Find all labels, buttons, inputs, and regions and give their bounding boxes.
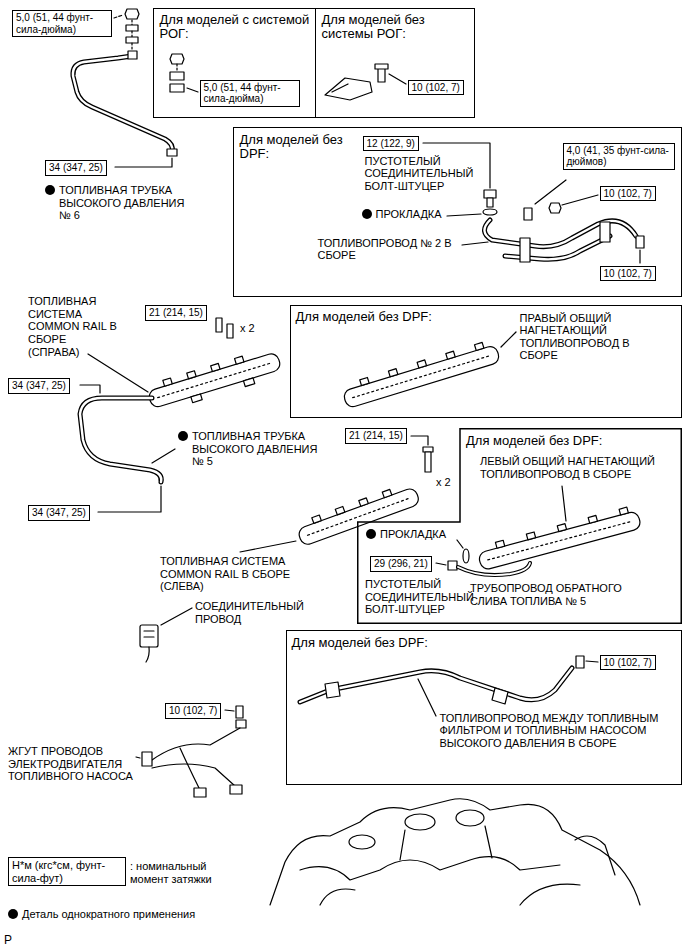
part-label: ПУСТОТЕЛЫЙ СОЕДИНИТЕЛЬНЫЙ БОЛТ-ШТУЦЕР bbox=[365, 155, 480, 193]
torque-value-box: 34 (347, 25) bbox=[28, 505, 90, 521]
quantity-label: x 2 bbox=[436, 476, 451, 489]
variant-panel: Для моделей без DPF: ТОПЛИВОПРОВОД МЕЖДУ … bbox=[286, 630, 682, 785]
torque-value-box: 34 (347, 25) bbox=[45, 160, 107, 176]
torque-value-box: 10 (102, 7) bbox=[600, 266, 656, 282]
single-use-mark bbox=[362, 209, 372, 219]
legend-entry: Деталь однократного применения bbox=[8, 908, 258, 921]
variant-panel: Для моделей с системой РОГ: 5,0 (51, 44 ф… bbox=[153, 8, 316, 118]
part-label: ПРОКЛАДКА bbox=[362, 208, 457, 221]
torque-value: 10 (102, 7) bbox=[604, 657, 652, 669]
torque-value: 21 (214, 15) bbox=[349, 430, 403, 442]
part-label: ТОПЛИВНАЯ СИСТЕМА COMMON RAIL В СБОРЕ (С… bbox=[160, 555, 308, 593]
single-use-mark bbox=[45, 185, 55, 195]
torque-value-box: 5,0 (51, 44 фунт-сила-дюйма) bbox=[200, 80, 300, 107]
torque-value: 4,0 (41, 35 фунт-сила-дюймов) bbox=[567, 145, 671, 168]
part-label: СОЕДИНИТЕЛЬНЫЙ ПРОВОД bbox=[195, 600, 325, 625]
legend-text: : номинальный момент затяжки bbox=[130, 860, 212, 885]
torque-value: 12 (122, 9) bbox=[367, 138, 415, 150]
variant-panel: Для моделей без DPF: ПРАВЫЙ ОБЩИЙ НАГНЕТА… bbox=[290, 305, 682, 418]
torque-value-box: 12 (122, 9) bbox=[363, 136, 419, 152]
quantity-label: x 2 bbox=[240, 322, 255, 335]
part-label: ЖГУТ ПРОВОДОВ ЭЛЕКТРОДВИГАТЕЛЯ ТОПЛИВНОГ… bbox=[8, 745, 138, 783]
panel-heading: Для моделей без системы РОГ: bbox=[322, 13, 470, 43]
part-label: ПРАВЫЙ ОБЩИЙ НАГНЕТАЮЩИЙ ТОПЛИВОПРОВОД В… bbox=[520, 312, 670, 363]
torque-value-box: 21 (214, 15) bbox=[145, 305, 207, 321]
panel-heading: Для моделей без DPF: bbox=[466, 434, 666, 449]
torque-value-box: 29 (296, 21) bbox=[370, 556, 432, 572]
torque-value: 34 (347, 25) bbox=[49, 162, 103, 174]
part-label: ТОПЛИВОПРОВОД МЕЖДУ ТОПЛИВНЫМ ФИЛЬТРОМ И… bbox=[440, 712, 675, 750]
torque-value: 34 (347, 25) bbox=[32, 507, 86, 519]
part-label: ТОПЛИВНАЯ СИСТЕМА COMMON RAIL В СБОРЕ (С… bbox=[28, 295, 120, 358]
torque-value-box: 10 (102, 7) bbox=[408, 80, 464, 96]
part-label: ПРОКЛАДКА bbox=[366, 528, 461, 541]
part-label: ТРУБОПРОВОД ОБРАТНОГО СЛИВА ТОПЛИВА № 5 bbox=[470, 582, 640, 607]
part-label: ТОПЛИВОПРОВОД № 2 В СБОРЕ bbox=[318, 237, 458, 262]
panel-heading: Для моделей с системой РОГ: bbox=[160, 13, 310, 43]
panel-heading: Для моделей без DPF: bbox=[296, 310, 456, 325]
torque-value-box: 10 (102, 7) bbox=[165, 703, 221, 719]
torque-value: 10 (102, 7) bbox=[169, 705, 217, 717]
legend-torque-box: Н*м (кгс*см, фунт-сила-фут) bbox=[8, 857, 126, 886]
legend-entry: : номинальный момент затяжки bbox=[130, 860, 245, 885]
part-label: ТОПЛИВНАЯ ТРУБКА ВЫСОКОГО ДАВЛЕНИЯ № 6 bbox=[45, 184, 195, 222]
torque-value-box: 10 (102, 7) bbox=[600, 655, 656, 671]
torque-value: 5,0 (51, 44 фунт-сила-дюйма) bbox=[16, 12, 108, 35]
torque-value: 10 (102, 7) bbox=[412, 82, 460, 94]
torque-value: 5,0 (51, 44 фунт-сила-дюйма) bbox=[204, 82, 296, 105]
torque-value-box: 5,0 (51, 44 фунт-сила-дюйма) bbox=[12, 10, 112, 37]
torque-value: 10 (102, 7) bbox=[604, 188, 652, 200]
variant-panel: Для моделей без DPF: ЛЕВЫЙ ОБЩИЙ НАГНЕТАЮ… bbox=[357, 428, 682, 624]
legend-text: Деталь однократного применения bbox=[22, 908, 195, 920]
single-use-mark bbox=[178, 431, 188, 441]
variant-panel: Для моделей без DPF: ПУСТОТЕЛЫЙ СОЕДИНИТЕ… bbox=[233, 127, 682, 297]
panel-heading: Для моделей без DPF: bbox=[292, 636, 452, 651]
part-label: ЛЕВЫЙ ОБЩИЙ НАГНЕТАЮЩИЙ ТОПЛИВОПРОВОД В … bbox=[480, 455, 675, 480]
torque-value: 10 (102, 7) bbox=[604, 268, 652, 280]
torque-value: 29 (296, 21) bbox=[374, 558, 428, 570]
torque-value: Н*м (кгс*см, фунт-сила-фут) bbox=[12, 859, 122, 884]
torque-value-box: 21 (214, 15) bbox=[345, 428, 407, 444]
torque-value: 34 (347, 25) bbox=[12, 380, 66, 392]
panel-heading: Для моделей без DPF: bbox=[240, 133, 345, 163]
figure-code: P bbox=[4, 934, 12, 948]
part-label: ПУСТОТЕЛЫЙ СОЕДИНИТЕЛЬНЫЙ БОЛТ-ШТУЦЕР bbox=[365, 578, 465, 616]
torque-value-box: 4,0 (41, 35 фунт-сила-дюймов) bbox=[563, 143, 675, 170]
panel-border bbox=[358, 429, 682, 624]
torque-value-box: 10 (102, 7) bbox=[600, 186, 656, 202]
torque-value: 21 (214, 15) bbox=[149, 307, 203, 319]
torque-value-box: 34 (347, 25) bbox=[8, 378, 70, 394]
single-use-mark bbox=[366, 529, 376, 539]
variant-panel: Для моделей без системы РОГ: 10 (102, 7) bbox=[315, 8, 475, 118]
single-use-mark bbox=[8, 909, 18, 919]
part-label: ТОПЛИВНАЯ ТРУБКА ВЫСОКОГО ДАВЛЕНИЯ № 5 bbox=[178, 430, 318, 468]
